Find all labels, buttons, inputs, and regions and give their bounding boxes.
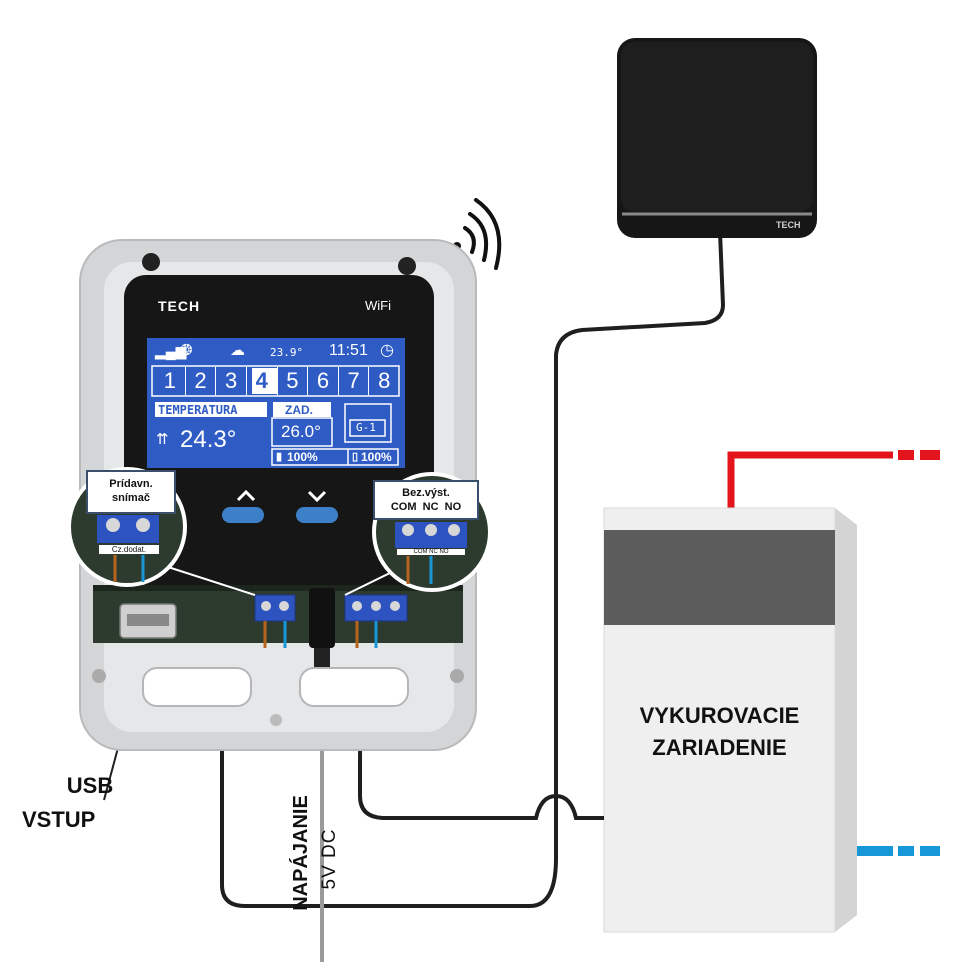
weather-icon: ☁ [230, 342, 245, 359]
outdoor-temperature: 23.9° [270, 346, 304, 359]
callout-sensor-line1: Prídavn. [109, 478, 153, 490]
heater-label-line2: ZARIADENIE [652, 735, 787, 760]
room-sensor [617, 38, 817, 238]
heater-label-line1: VYKUROVACIE [639, 703, 800, 728]
heating-device [603, 507, 857, 933]
callout-relay-line2: COM NC NO [390, 501, 462, 513]
signal-strength-icon: ▮ [276, 451, 283, 463]
zone-4: 4 [247, 367, 278, 395]
zone-8: 8 [378, 368, 391, 393]
temperature-label: TEMPERATURA [158, 403, 238, 417]
zone-5: 5 [278, 367, 309, 395]
power-voltage-label: 5V DC [319, 828, 340, 890]
zone-7: 7 [339, 367, 370, 395]
heating-icon: ⇈ [156, 431, 169, 448]
current-temperature: 24.3° [180, 426, 237, 453]
usb-input-label: USB [48, 772, 132, 800]
mode-label: G-1 [356, 421, 376, 434]
zone-2: 2 [186, 367, 217, 395]
signal-icon: ▂▄▆ [155, 343, 187, 359]
signal-strength-value: 100% [287, 450, 318, 464]
battery-icon: ▯ [352, 451, 359, 463]
zone-6: 6 [308, 367, 339, 395]
flame-icon: ❂ [180, 342, 193, 359]
callout-relay-line1: Bez.výst. [402, 487, 450, 499]
controller-brand-logo: TECH [158, 298, 201, 314]
clock-icon: ◷ [380, 342, 394, 359]
room-sensor-brand-logo: TECH [776, 220, 801, 230]
additional-sensor-callout: Prídavn. snímač [86, 470, 176, 514]
potential-free-output-callout: Bez.výst. COM NC NO [373, 480, 479, 520]
wifi-label: WiFi [365, 298, 391, 313]
relay-terminal-label: COM NC NO [397, 549, 465, 555]
zone-1: 1 [155, 367, 186, 395]
power-label: NAPÁJANIE [290, 795, 312, 911]
zone-3: 3 [216, 367, 247, 395]
usb-label-line2: VSTUP [22, 807, 96, 832]
heating-device-label: VYKUROVACIE ZARIADENIE [604, 700, 835, 764]
usb-label-line1: USB [66, 773, 114, 798]
sensor-terminal-label: Cz.dodat. [99, 545, 159, 554]
setpoint-label: ZAD. [285, 403, 313, 417]
setpoint-value: 26.0° [281, 422, 321, 441]
supply-pipe [727, 450, 940, 512]
clock-readout: 11:51 [329, 342, 368, 359]
battery-value: 100% [361, 450, 392, 464]
callout-sensor-line2: snímač [112, 492, 150, 504]
return-pipe [848, 846, 940, 856]
